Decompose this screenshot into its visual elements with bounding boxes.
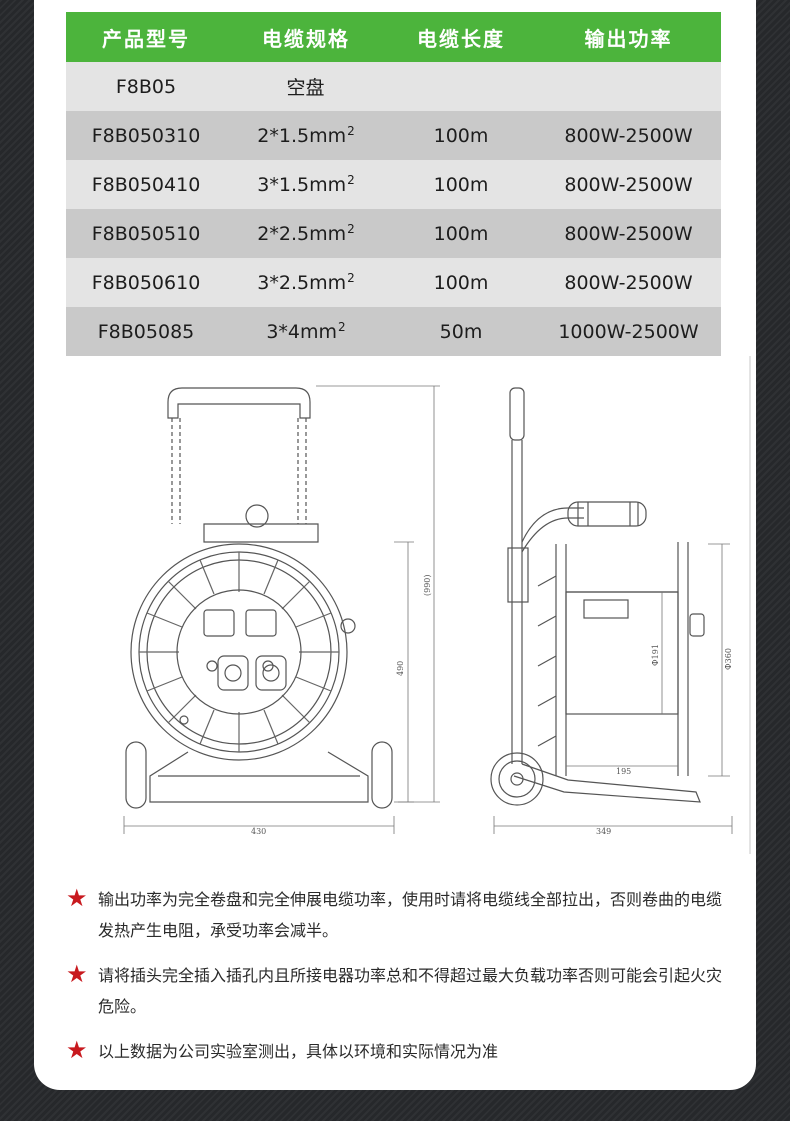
- front-view: [125, 387, 393, 809]
- header-model: 产品型号: [66, 12, 226, 62]
- dim-core-diameter: Ф191: [651, 644, 660, 666]
- cell-power: 800W-2500W: [536, 111, 721, 160]
- red-star-icon: ★: [66, 884, 88, 912]
- cell-spec: 3*4mm2: [226, 307, 386, 356]
- cell-spec: 空盘: [226, 62, 386, 111]
- cell-power: 800W-2500W: [536, 258, 721, 307]
- header-output-power: 输出功率: [536, 12, 721, 62]
- cell-length: 100m: [386, 258, 536, 307]
- side-view: [490, 387, 705, 806]
- note-text: 输出功率为完全卷盘和完全伸展电缆功率，使用时请将电缆线全部拉出，否则卷曲的电缆发…: [98, 890, 723, 940]
- dim-height: 490: [396, 661, 405, 676]
- dim-total-height: (990): [423, 574, 432, 596]
- notes-list: ★ 输出功率为完全卷盘和完全伸展电缆功率，使用时请将电缆线全部拉出，否则卷曲的电…: [66, 884, 736, 1081]
- cell-spec: 2*1.5mm2: [226, 111, 386, 160]
- table-row: F8B05 空盘: [66, 62, 721, 111]
- cell-power: 1000W-2500W: [536, 307, 721, 356]
- header-cable-length: 电缆长度: [386, 12, 536, 62]
- cell-length: 100m: [386, 160, 536, 209]
- list-item: ★ 请将插头完全插入插孔内且所接电器功率总和不得超过最大负载功率否则可能会引起火…: [66, 960, 736, 1022]
- cell-model: F8B05085: [66, 307, 226, 356]
- spec-table: 产品型号 电缆规格 电缆长度 输出功率 F8B05 空盘 F8B050310 2…: [66, 12, 721, 356]
- cell-power: 800W-2500W: [536, 209, 721, 258]
- cell-model: F8B05: [66, 62, 226, 111]
- product-card: 产品型号 电缆规格 电缆长度 输出功率 F8B05 空盘 F8B050310 2…: [34, 0, 756, 1090]
- dim-outer-diameter: Ф360: [724, 648, 733, 670]
- dim-width: 430: [251, 827, 266, 836]
- technical-drawing: 430 490 (990) 349 195 Ф191 Ф360: [123, 356, 751, 854]
- cell-model: F8B050310: [66, 111, 226, 160]
- dim-depth: 349: [596, 827, 611, 836]
- cell-length: 50m: [386, 307, 536, 356]
- table-row: F8B050310 2*1.5mm2 100m 800W-2500W: [66, 111, 721, 160]
- front-dimensions: [123, 385, 440, 834]
- cell-model: F8B050510: [66, 209, 226, 258]
- cell-power: [536, 62, 721, 111]
- cell-power: 800W-2500W: [536, 160, 721, 209]
- cell-length: 100m: [386, 209, 536, 258]
- table-row: F8B05085 3*4mm2 50m 1000W-2500W: [66, 307, 721, 356]
- cell-length: [386, 62, 536, 111]
- cell-spec: 3*1.5mm2: [226, 160, 386, 209]
- cell-length: 100m: [386, 111, 536, 160]
- header-cable-spec: 电缆规格: [226, 12, 386, 62]
- list-item: ★ 以上数据为公司实验室测出，具体以环境和实际情况为准: [66, 1036, 736, 1067]
- dim-drum-width: 195: [616, 767, 631, 776]
- side-dimensions: [493, 356, 751, 854]
- table-header-row: 产品型号 电缆规格 电缆长度 输出功率: [66, 12, 721, 62]
- table-row: F8B050610 3*2.5mm2 100m 800W-2500W: [66, 258, 721, 307]
- red-star-icon: ★: [66, 1036, 88, 1064]
- note-text: 请将插头完全插入插孔内且所接电器功率总和不得超过最大负载功率否则可能会引起火灾危…: [98, 966, 723, 1016]
- cell-spec: 3*2.5mm2: [226, 258, 386, 307]
- note-text: 以上数据为公司实验室测出，具体以环境和实际情况为准: [98, 1042, 499, 1061]
- table-row: F8B050510 2*2.5mm2 100m 800W-2500W: [66, 209, 721, 258]
- list-item: ★ 输出功率为完全卷盘和完全伸展电缆功率，使用时请将电缆线全部拉出，否则卷曲的电…: [66, 884, 736, 946]
- table-row: F8B050410 3*1.5mm2 100m 800W-2500W: [66, 160, 721, 209]
- red-star-icon: ★: [66, 960, 88, 988]
- cell-model: F8B050610: [66, 258, 226, 307]
- cell-spec: 2*2.5mm2: [226, 209, 386, 258]
- cell-model: F8B050410: [66, 160, 226, 209]
